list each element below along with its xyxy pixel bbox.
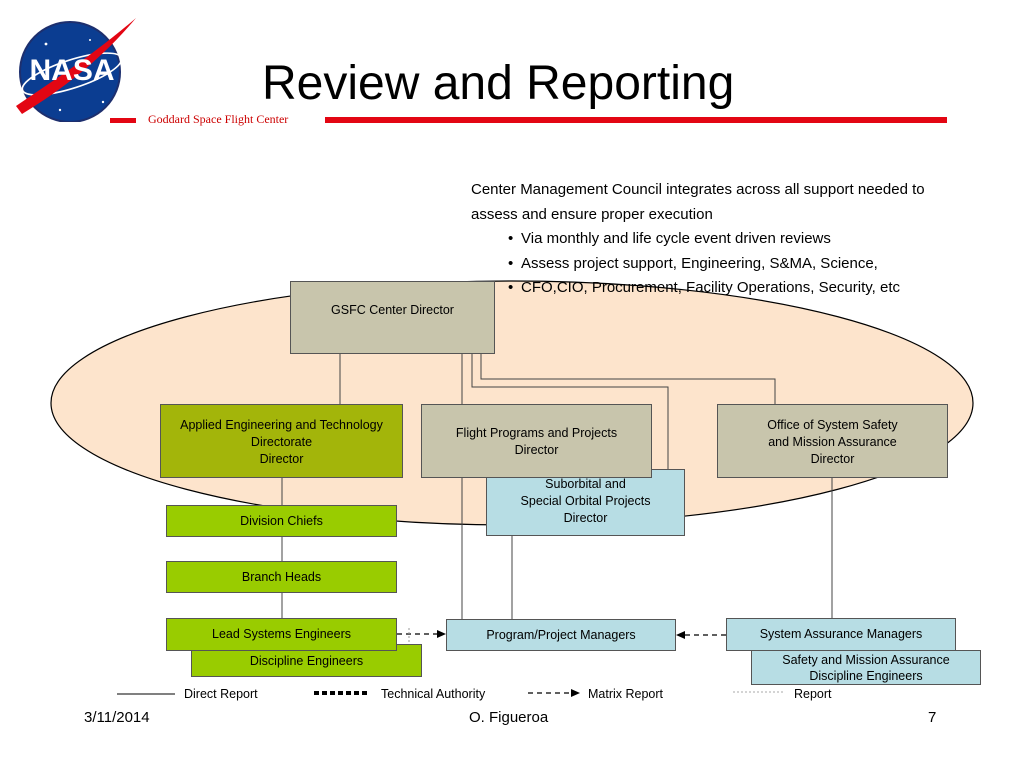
footer-date: 3/11/2014 bbox=[84, 709, 150, 726]
bullet-text: Assess project support, Engineering, S&M… bbox=[521, 254, 878, 272]
legend-matrix-report: Matrix Report bbox=[588, 687, 664, 701]
bullet-item: Assess project support, Engineering, S&M… bbox=[471, 252, 1011, 277]
nasa-logo: NASA bbox=[16, 18, 136, 122]
legend-technical-authority: Technical Authority bbox=[381, 687, 486, 701]
footer-author: O. Figueroa bbox=[469, 709, 549, 726]
suborbital-projects-director-box: Suborbital and Special Orbital Projects … bbox=[486, 469, 685, 536]
page-title: Review and Reporting bbox=[262, 57, 735, 110]
division-chiefs-box: Division Chiefs bbox=[166, 505, 397, 537]
bullet-text: CFO,CIO, Procurement, Facility Operation… bbox=[521, 279, 900, 296]
lead-systems-engineers-box: Lead Systems Engineers bbox=[166, 618, 397, 651]
legend-report: Report bbox=[794, 687, 832, 701]
nasa-logo-text: NASA bbox=[29, 54, 114, 87]
header-accent-bar-left bbox=[110, 118, 136, 123]
program-project-managers-box: Program/Project Managers bbox=[446, 619, 676, 651]
aetd-director-box: Applied Engineering and Technology Direc… bbox=[160, 404, 403, 478]
arrowhead-left bbox=[676, 631, 685, 639]
bullet-item: CFO,CIO, Procurement, Facility Operation… bbox=[471, 276, 1011, 301]
center-name: Goddard Space Flight Center bbox=[148, 112, 289, 126]
council-description: Center Management Council integrates acr… bbox=[471, 178, 1011, 301]
footer-page-number: 7 bbox=[928, 709, 937, 726]
gsfc-center-director-box: GSFC Center Director bbox=[290, 281, 495, 354]
header-accent-bar-right bbox=[325, 117, 947, 123]
system-assurance-managers-box: System Assurance Managers bbox=[726, 618, 956, 651]
osma-director-box: Office of System Safety and Mission Assu… bbox=[717, 404, 948, 478]
description-line-2: assess and ensure proper execution bbox=[471, 205, 713, 223]
branch-heads-box: Branch Heads bbox=[166, 561, 397, 593]
line-director-suborbital bbox=[471, 354, 669, 469]
sma-discipline-engineers-box: Safety and Mission Assurance Discipline … bbox=[751, 650, 981, 685]
line-director-osma bbox=[480, 354, 776, 404]
bullet-text: Via monthly and life cycle event driven … bbox=[521, 230, 831, 247]
bullet-item: Via monthly and life cycle event driven … bbox=[471, 227, 1011, 252]
arrowhead-right bbox=[437, 630, 446, 638]
legend-matrix-arrowhead bbox=[571, 689, 580, 697]
legend-direct-report: Direct Report bbox=[184, 687, 258, 701]
description-line-1: Center Management Council integrates acr… bbox=[471, 181, 925, 198]
flight-programs-director-box: Flight Programs and Projects Director bbox=[421, 404, 652, 478]
